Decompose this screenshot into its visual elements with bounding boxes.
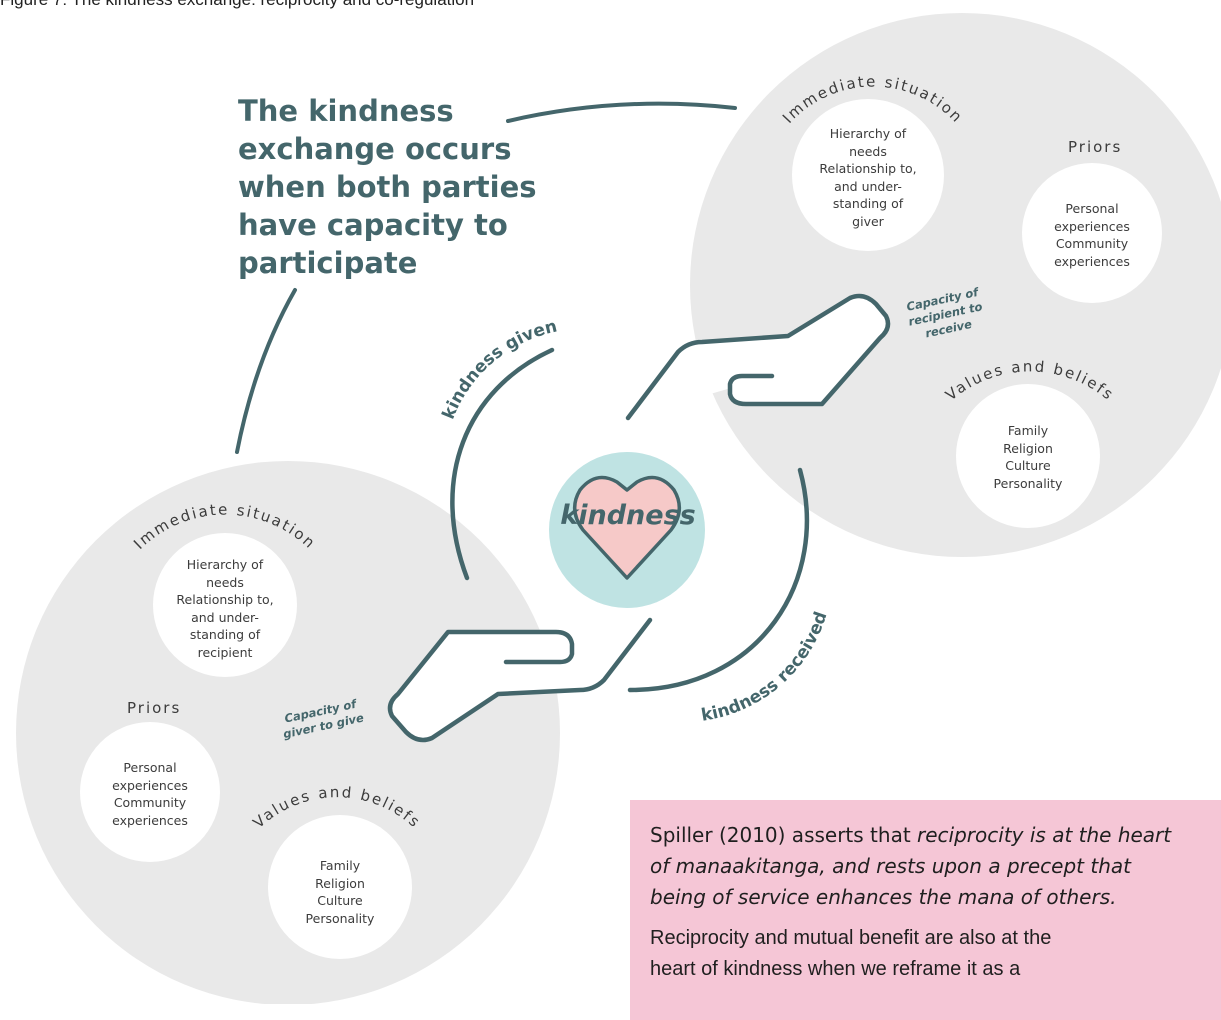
recipient-circle (690, 13, 1221, 557)
recipient-immediate-bubble (792, 99, 944, 251)
headline: The kindness exchange occurs when both p… (238, 94, 537, 280)
recipient-values-bubble (956, 384, 1100, 528)
quote-box: Spiller (2010) asserts that reciprocity … (630, 800, 1221, 1020)
headline-connector-top (506, 101, 737, 123)
recipient-immediate-text: Hierarchy of needs Relationship to, and … (819, 126, 917, 229)
quote-line-3: being of service enhances the mana of ot… (650, 885, 1117, 909)
giver-priors-title: Priors (127, 699, 182, 717)
heart-icon (573, 475, 681, 580)
quote-line-1-italic: reciprocity is at the heart (917, 823, 1172, 847)
recipient-hand-icon (625, 293, 891, 421)
giver-priors-text: Personal experiences Community experienc… (112, 760, 188, 828)
recipient-priors-title: Priors (1068, 138, 1123, 156)
svg-text:kindness given: kindness given (439, 317, 559, 423)
quote-line-1: Spiller (2010) asserts that reciprocity … (650, 820, 1221, 851)
center-kindness-label: kindness (560, 500, 696, 531)
recipient-priors-bubble (1022, 163, 1162, 303)
quote-line-1-plain: Spiller (2010) asserts that (650, 823, 918, 847)
figure-caption: Figure 7: The kindness exchange: recipro… (0, 0, 1221, 12)
quote-para2-line-1: Reciprocity and mutual benefit are also … (650, 927, 1052, 949)
giver-hand-icon (387, 617, 653, 743)
recipient-priors-text: Personal experiences Community experienc… (1054, 201, 1130, 269)
kindness-given-label: kindness given (439, 317, 559, 423)
giver-values-bubble (268, 815, 412, 959)
quote-para2-line-2: heart of kindness when we reframe it as … (650, 958, 1021, 980)
kindness-given-arc (450, 347, 555, 581)
giver-values-text: Family Religion Culture Personality (305, 858, 375, 926)
headline-connector-bottom (235, 288, 297, 454)
kindness-received-arc (627, 467, 810, 693)
recipient-values-text: Family Religion Culture Personality (993, 423, 1063, 491)
quote-line-2: of manaakitanga, and rests upon a precep… (650, 854, 1131, 878)
giver-priors-bubble (80, 722, 220, 862)
giver-immediate-bubble (153, 533, 297, 677)
giver-immediate-text: Hierarchy of needs Relationship to, and … (176, 557, 274, 660)
giver-circle (16, 461, 560, 1004)
